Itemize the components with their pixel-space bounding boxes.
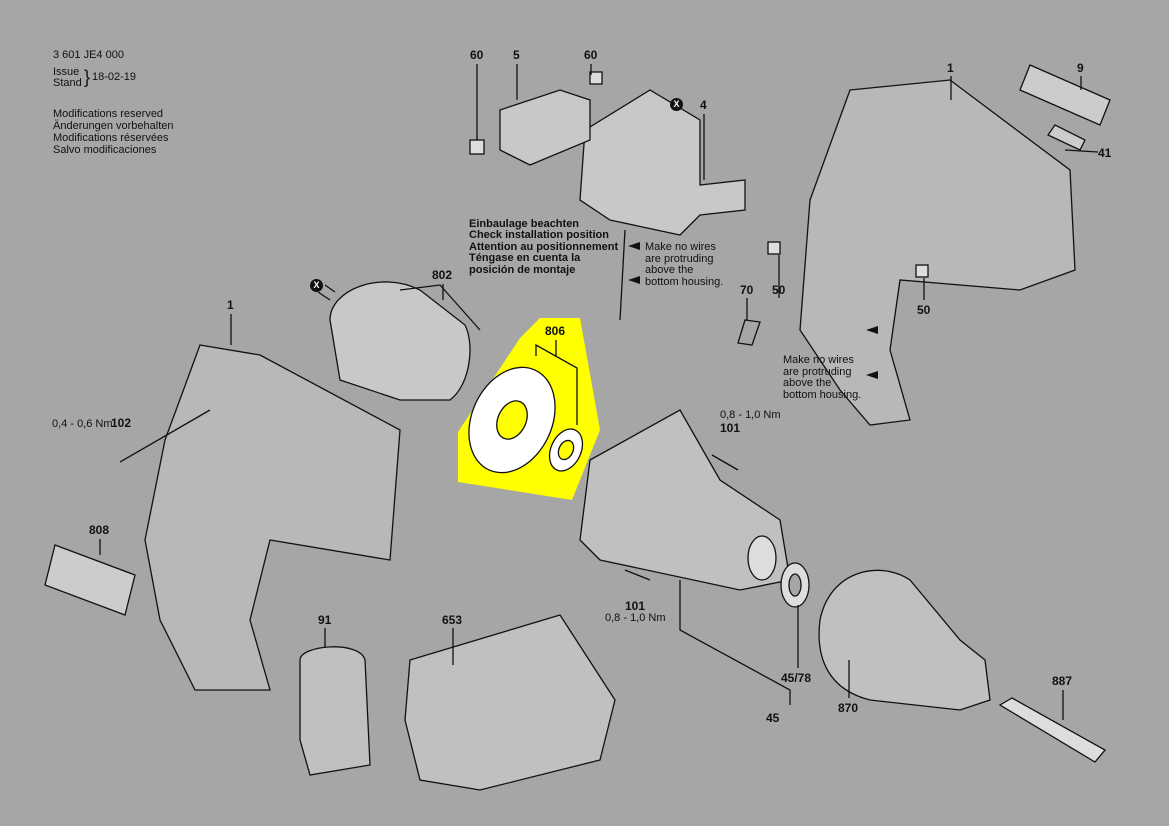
part-806: 806 (545, 324, 566, 338)
part-101-top: 101 (720, 421, 741, 435)
part-102: 102 (111, 416, 132, 430)
marker-x-motor: X (310, 279, 323, 292)
housing-left (144, 344, 401, 691)
modifications-fr: Modifications réservées (53, 132, 169, 144)
marker-x-switch: X (670, 98, 683, 111)
part-50-b: 50 (917, 303, 931, 317)
bracket (499, 89, 591, 166)
part-45: 45 (766, 711, 780, 725)
part-101-bottom: 101 (625, 599, 646, 613)
part-91: 91 (318, 613, 332, 627)
part-9: 9 (1077, 61, 1084, 75)
housing-right (799, 79, 1076, 426)
torque-101-top: 0,8 - 1,0 Nm (720, 409, 781, 421)
battery (299, 646, 371, 776)
part-5: 5 (513, 48, 520, 62)
part-653: 653 (442, 613, 463, 627)
label-808 (44, 544, 136, 616)
issue-date: 18-02-19 (92, 71, 137, 83)
label-9 (1019, 64, 1111, 126)
part-60-a: 60 (470, 48, 484, 62)
switch (579, 89, 746, 236)
charger (404, 614, 616, 791)
part-45-78: 45/78 (781, 671, 812, 685)
part-887: 887 (1052, 674, 1073, 688)
torque-102: 0,4 - 0,6 Nm (52, 418, 113, 430)
wire-note-right: Make no wires are protruding above the b… (783, 354, 862, 401)
bit-holder (998, 697, 1107, 763)
part-1-right: 1 (947, 61, 954, 75)
part-802: 802 (432, 268, 453, 282)
torque-101-bottom: 0,8 - 1,0 Nm (605, 612, 666, 624)
doc-number: 3 601 JE4 000 (53, 49, 124, 61)
part-60-b: 60 (584, 48, 598, 62)
modifications-en: Modifications reserved (53, 108, 164, 120)
part-4: 4 (700, 98, 707, 112)
chuck (818, 569, 991, 711)
install-note-de: Einbaulage beachten (469, 218, 580, 230)
brace: } (84, 67, 91, 87)
install-note-fr: Attention au positionnement (469, 241, 619, 253)
part-870: 870 (838, 701, 859, 715)
stand-label: Stand (53, 77, 82, 89)
part-808: 808 (89, 523, 110, 537)
modifications-es: Salvo modificaciones (53, 144, 157, 156)
part-70: 70 (740, 283, 754, 297)
install-note-es2: posición de montaje (469, 264, 576, 276)
install-note-es1: Téngase en cuenta la (469, 252, 581, 264)
wire-note-top: Make no wires are protruding above the b… (645, 241, 724, 288)
part-50-a: 50 (772, 283, 786, 297)
clip-70 (737, 319, 761, 346)
issue-label: Issue (53, 66, 80, 78)
part-1-left: 1 (227, 298, 234, 312)
motor (329, 281, 471, 401)
part-41: 41 (1098, 146, 1112, 160)
install-note-en: Check installation position (469, 229, 609, 241)
modifications-de: Änderungen vorbehalten (53, 120, 174, 132)
